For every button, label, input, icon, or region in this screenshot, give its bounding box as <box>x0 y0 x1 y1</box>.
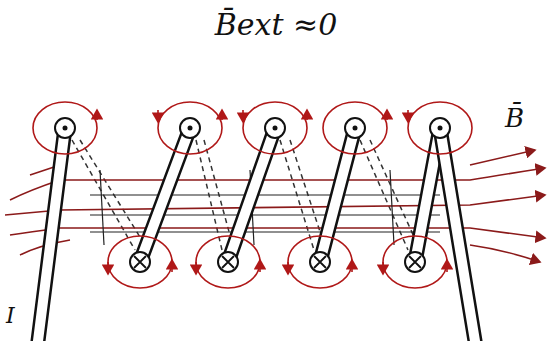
front-wires <box>38 128 475 341</box>
dot-symbol <box>63 126 443 131</box>
conductor-out <box>55 118 450 138</box>
inner-field-ticks <box>90 170 440 245</box>
conductor-field <box>33 102 472 288</box>
cross-symbol <box>134 256 421 268</box>
field-vector-label: B̄ <box>505 104 524 133</box>
field-outside-label: B̄ext ≈0 <box>215 8 338 41</box>
current-label: I <box>6 304 15 328</box>
conductor-in <box>130 252 425 272</box>
